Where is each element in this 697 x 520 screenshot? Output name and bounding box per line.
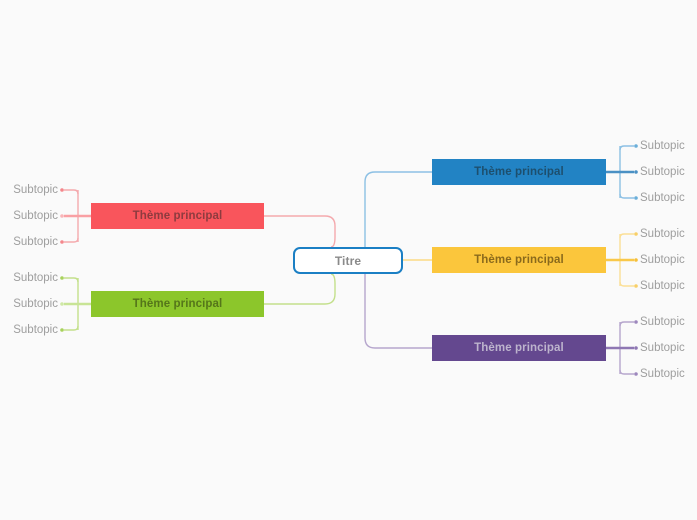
subtopic-purple-2[interactable]: Subtopic <box>640 341 685 355</box>
connector-dot-purple-2 <box>634 346 638 350</box>
connector-dot-green-2 <box>60 302 64 306</box>
theme-node-green-label: Thème principal <box>132 298 223 310</box>
subtopic-yellow-1-label: Subtopic <box>640 228 685 240</box>
subtopic-yellow-2[interactable]: Subtopic <box>640 253 685 267</box>
connector-yellow-spine-bottom <box>619 281 634 287</box>
connector-dot-green-1 <box>60 276 64 280</box>
connector-blue-spine-top <box>619 145 634 151</box>
connector-blue-spine-bottom <box>619 193 634 199</box>
connector-yellow-spine-top <box>619 233 634 239</box>
subtopic-red-1[interactable]: Subtopic <box>0 183 58 197</box>
subtopic-blue-1-label: Subtopic <box>640 140 685 152</box>
connector-dot-purple-3 <box>634 372 638 376</box>
connector-root-purple <box>364 274 432 349</box>
subtopic-green-2[interactable]: Subtopic <box>0 297 58 311</box>
subtopic-red-2-label: Subtopic <box>13 210 58 222</box>
connector-purple-spine-top <box>619 321 634 327</box>
connector-dot-yellow-1 <box>634 232 638 236</box>
subtopic-blue-2[interactable]: Subtopic <box>640 165 685 179</box>
subtopic-yellow-1[interactable]: Subtopic <box>640 227 685 241</box>
connector-dot-red-2 <box>60 214 64 218</box>
subtopic-purple-2-label: Subtopic <box>640 342 685 354</box>
subtopic-red-3-label: Subtopic <box>13 236 58 248</box>
subtopic-green-1-label: Subtopic <box>13 272 58 284</box>
theme-node-yellow-label: Thème principal <box>474 254 564 266</box>
connector-dot-blue-2 <box>634 170 638 174</box>
connector-root-red <box>264 215 336 248</box>
subtopic-red-1-label: Subtopic <box>13 184 58 196</box>
connector-dot-red-3 <box>60 240 64 244</box>
connector-dot-green-3 <box>60 328 64 332</box>
subtopic-blue-2-label: Subtopic <box>640 166 685 178</box>
connector-green-spine-top <box>64 277 79 283</box>
theme-node-blue-label: Thème principal <box>474 166 564 178</box>
connector-dot-yellow-2 <box>634 258 638 262</box>
subtopic-red-3[interactable]: Subtopic <box>0 235 58 249</box>
subtopic-green-1[interactable]: Subtopic <box>0 271 58 285</box>
connector-red-spine-bottom <box>64 237 79 243</box>
connector-dot-blue-3 <box>634 196 638 200</box>
connector-root-green <box>264 273 336 305</box>
theme-node-blue[interactable]: Thème principal <box>432 159 606 185</box>
theme-node-green[interactable]: Thème principal <box>91 291 264 317</box>
theme-node-red[interactable]: Thème principal <box>91 203 264 229</box>
subtopic-green-3-label: Subtopic <box>13 324 58 336</box>
subtopic-green-2-label: Subtopic <box>13 298 58 310</box>
subtopic-purple-1-label: Subtopic <box>640 316 685 328</box>
root-node-label: Titre <box>334 253 362 268</box>
subtopic-purple-1[interactable]: Subtopic <box>640 315 685 329</box>
connector-green-spine-bottom <box>64 325 79 331</box>
connector-dot-purple-1 <box>634 320 638 324</box>
subtopic-purple-3[interactable]: Subtopic <box>640 367 685 381</box>
subtopic-yellow-2-label: Subtopic <box>640 254 685 266</box>
subtopic-blue-3-label: Subtopic <box>640 192 685 204</box>
connector-dot-red-1 <box>60 188 64 192</box>
connector-root-blue <box>364 171 432 247</box>
connector-purple-spine-bottom <box>619 369 634 375</box>
theme-node-purple-label: Thème principal <box>474 342 564 354</box>
root-node[interactable]: Titre <box>293 247 403 274</box>
theme-node-yellow[interactable]: Thème principal <box>432 247 606 273</box>
subtopic-green-3[interactable]: Subtopic <box>0 323 58 337</box>
theme-node-purple[interactable]: Thème principal <box>432 335 606 361</box>
connector-dot-yellow-3 <box>634 284 638 288</box>
subtopic-yellow-3-label: Subtopic <box>640 280 685 292</box>
theme-node-red-label: Thème principal <box>132 210 223 222</box>
connector-red-spine-top <box>64 189 79 195</box>
connector-dot-blue-1 <box>634 144 638 148</box>
subtopic-blue-1[interactable]: Subtopic <box>640 139 685 153</box>
subtopic-blue-3[interactable]: Subtopic <box>640 191 685 205</box>
subtopic-purple-3-label: Subtopic <box>640 368 685 380</box>
subtopic-yellow-3[interactable]: Subtopic <box>640 279 685 293</box>
subtopic-red-2[interactable]: Subtopic <box>0 209 58 223</box>
